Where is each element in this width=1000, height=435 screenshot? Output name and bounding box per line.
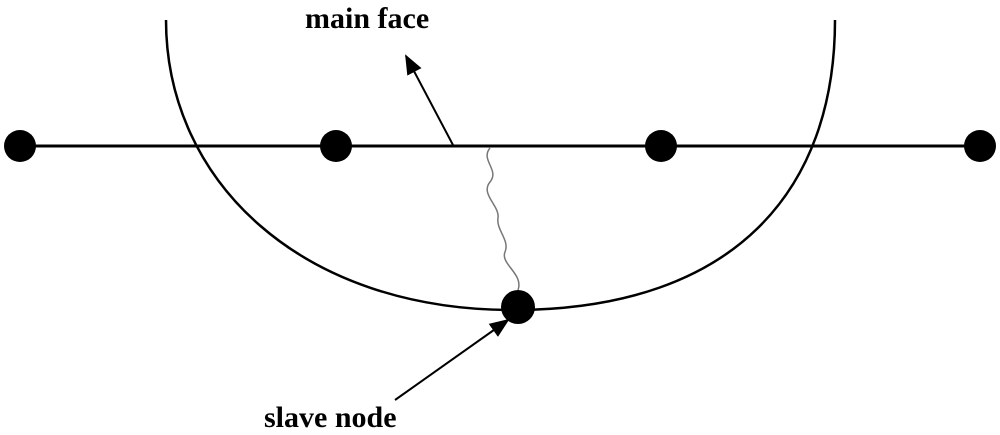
slave-node-arrow xyxy=(394,318,510,401)
slave-surface-curve xyxy=(164,19,837,312)
main-face-label: main face xyxy=(305,2,430,35)
slave-node xyxy=(501,290,535,324)
main-face-node xyxy=(320,130,352,162)
main-face-arrow xyxy=(405,54,454,146)
main-face-node xyxy=(964,130,996,162)
main-face-node xyxy=(645,130,677,162)
main-face-node xyxy=(4,130,36,162)
contact-spring xyxy=(486,147,520,291)
slave-node-label: slave node xyxy=(264,401,397,434)
